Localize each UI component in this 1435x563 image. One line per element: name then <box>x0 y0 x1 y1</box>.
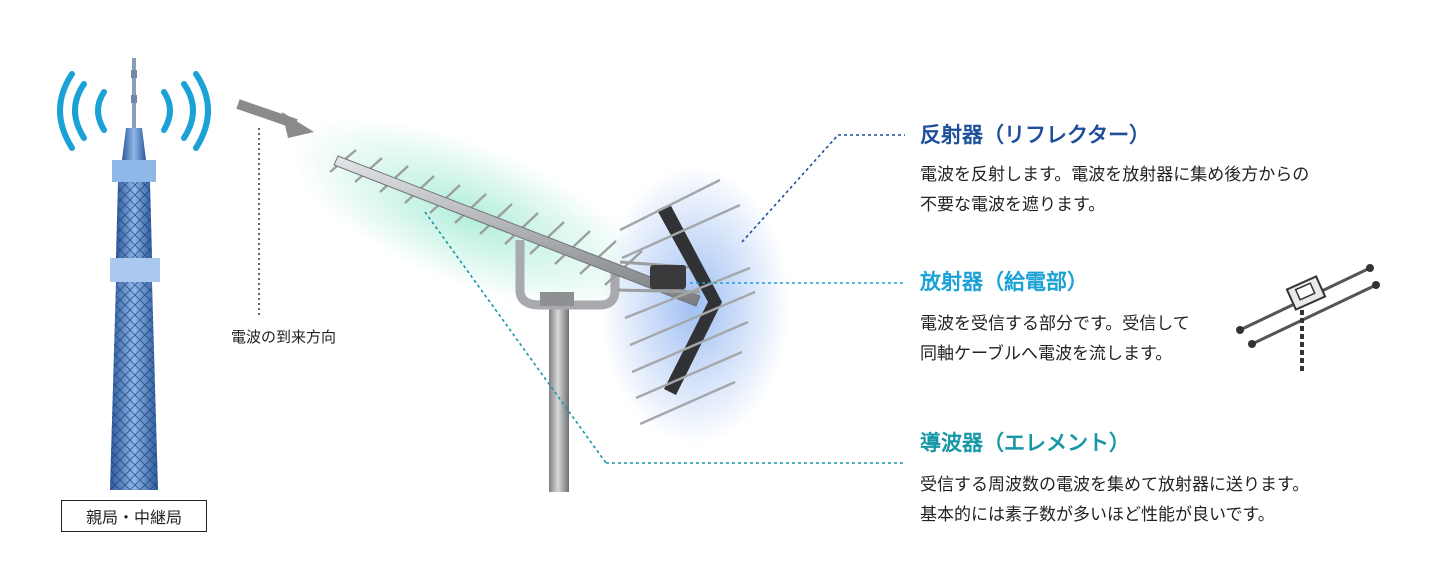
antenna-boom <box>333 155 701 307</box>
radiator-title: 放射器（給電部） <box>920 270 1088 294</box>
reflector-elements <box>619 178 756 426</box>
reflector-desc-line2: 不要な電波を遮ります。 <box>920 195 1106 215</box>
antenna-mast <box>549 296 569 492</box>
director-desc-line2: 基本的には素子数が多いほど性能が良いです。 <box>920 505 1275 525</box>
broadcast-tower-icon <box>110 58 160 490</box>
radiator-element <box>617 260 701 294</box>
reflector-frame <box>657 204 722 395</box>
director-desc-line1: 受信する周波数の電波を集めて放射器に送ります。 <box>920 475 1310 495</box>
radiator-desc-line2: 同軸ケーブルへ電波を流します。 <box>920 344 1173 364</box>
incoming-arrow-icon <box>236 99 314 138</box>
radio-wave-icon <box>57 71 211 151</box>
station-label: 親局・中継局 <box>85 508 182 527</box>
director-title: 導波器（エレメント） <box>920 431 1130 455</box>
radiator-desc-line1: 電波を受信する部分です。受信して <box>920 314 1190 334</box>
feed-unit-icon <box>1236 264 1380 372</box>
reflector-title: 反射器（リフレクター） <box>920 123 1151 147</box>
station-label-box: 親局・中継局 <box>61 500 207 532</box>
direction-label: 電波の到来方向 <box>231 328 337 346</box>
reflector-desc-line1: 電波を反射します。電波を放射器に集め後方からの <box>920 165 1310 185</box>
